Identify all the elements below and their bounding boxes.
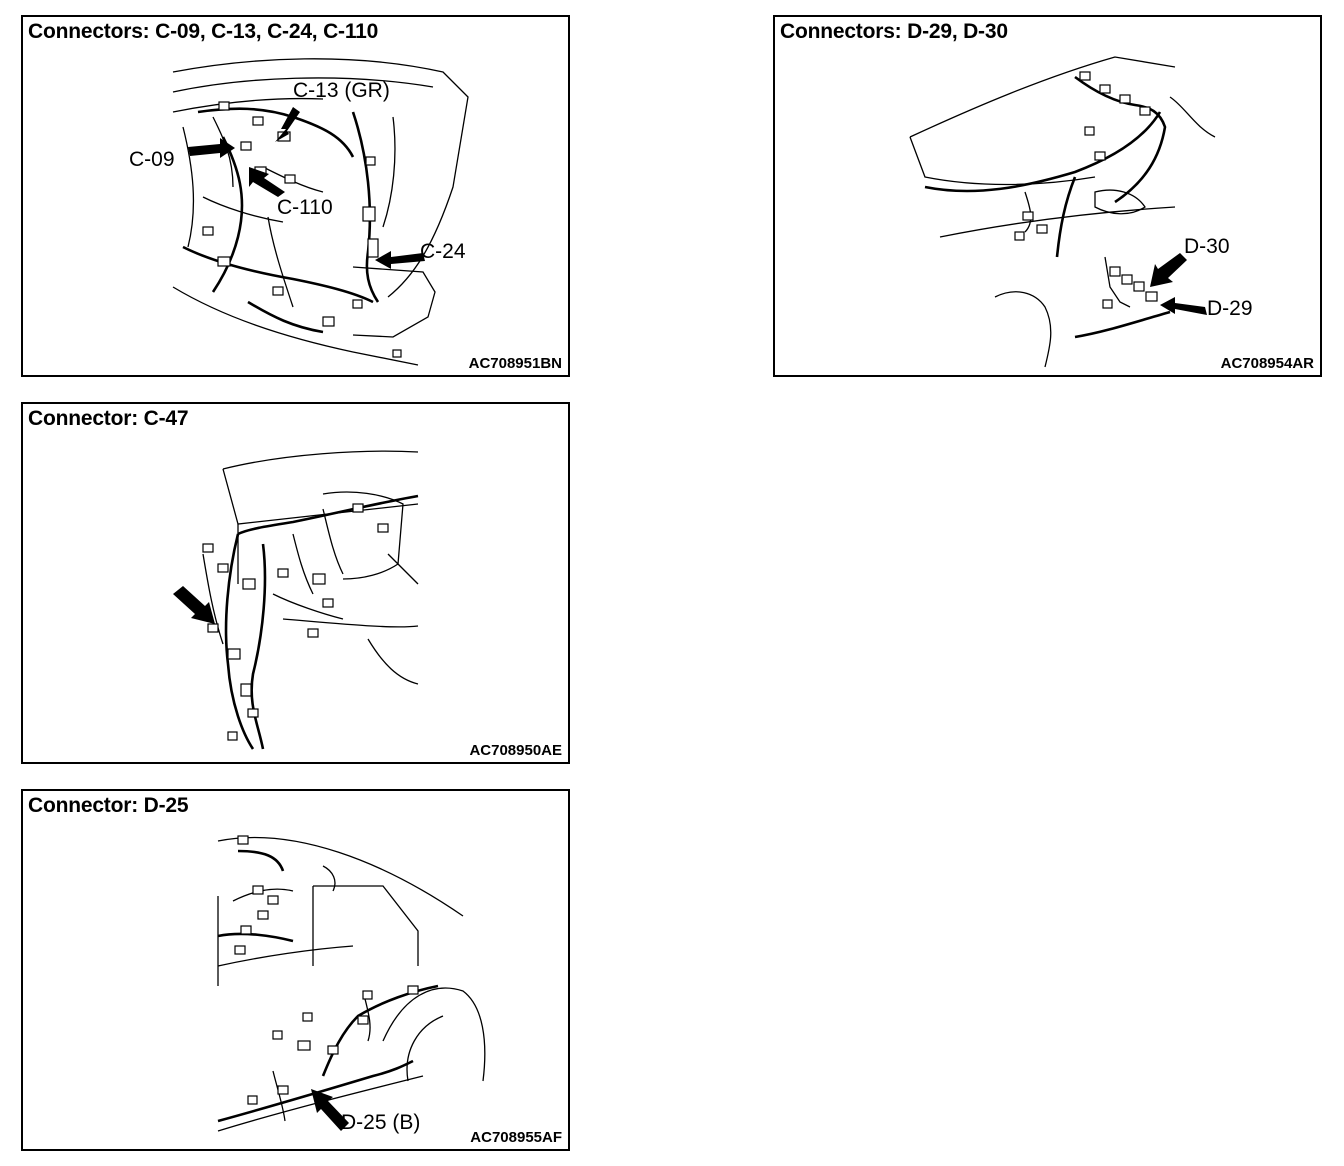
harness-illustration bbox=[172, 58, 469, 366]
callout-label-c13: C-13 (GR) bbox=[293, 79, 390, 102]
connector-panel-c09-c13-c24-c110: Connectors: C-09, C-13, C-24, C-110 bbox=[21, 15, 570, 377]
panel-title: Connectors: C-09, C-13, C-24, C-110 bbox=[28, 20, 379, 43]
callout-label-c110: C-110 bbox=[277, 196, 333, 219]
panel-title: Connectors: D-29, D-30 bbox=[780, 20, 1008, 43]
connector-panel-d29-d30: Connectors: D-29, D-30 D-30 D-29 A bbox=[773, 15, 1322, 377]
harness-illustration bbox=[173, 450, 419, 750]
callout-label-c24: C-24 bbox=[420, 240, 466, 263]
callout-label-d30: D-30 bbox=[1184, 235, 1230, 258]
connector-panel-c47: Connector: C-47 AC708950AE bbox=[21, 402, 570, 764]
harness-illustration bbox=[217, 835, 486, 1132]
figure-code: AC708950AE bbox=[469, 742, 562, 759]
figure-code: AC708951BN bbox=[468, 355, 562, 372]
connector-panel-d25: Connector: D-25 D-25 bbox=[21, 789, 570, 1151]
harness-illustration bbox=[909, 56, 1216, 368]
panel-title: Connector: D-25 bbox=[28, 794, 189, 817]
callout-label-d25: D-25 (B) bbox=[341, 1111, 421, 1134]
panel-title: Connector: C-47 bbox=[28, 407, 189, 430]
figure-code: AC708954AR bbox=[1220, 355, 1314, 372]
callout-label-c09: C-09 bbox=[129, 148, 175, 171]
figure-code: AC708955AF bbox=[470, 1129, 562, 1146]
callout-label-d29: D-29 bbox=[1207, 297, 1253, 320]
